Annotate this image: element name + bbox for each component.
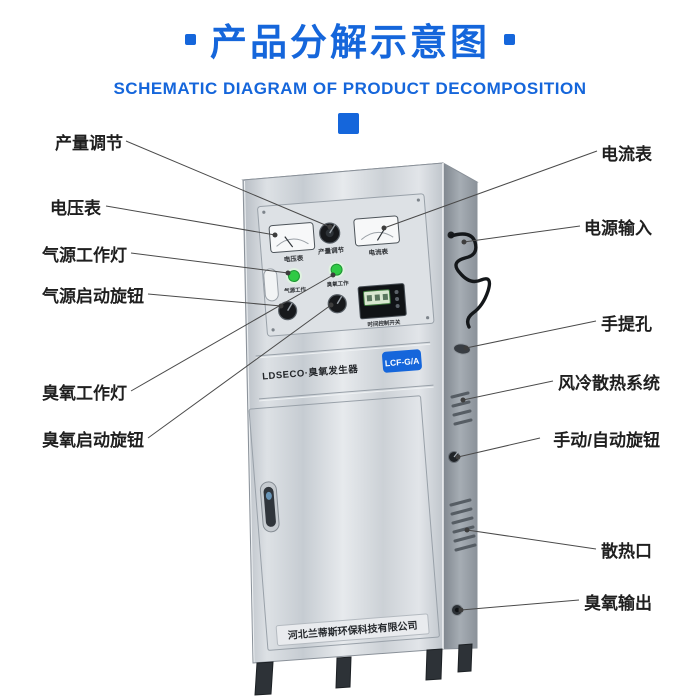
leader-ozone-work-light bbox=[130, 274, 334, 392]
control-panel: 电压表 产量调节 电流表 气源工作 bbox=[257, 193, 435, 337]
voltmeter bbox=[268, 222, 316, 254]
callout-voltmeter: 电压表 bbox=[50, 199, 101, 218]
panel-screw bbox=[262, 210, 266, 214]
title-decor-square-left bbox=[185, 33, 196, 45]
callout-air-work-light: 气源工作灯 bbox=[42, 246, 127, 265]
heat-vent-grille bbox=[449, 498, 477, 552]
callout-ammeter: 电流表 bbox=[601, 145, 652, 164]
ammeter bbox=[353, 215, 400, 247]
leader-ozone-start-knob bbox=[147, 304, 332, 439]
leader-voltmeter bbox=[105, 205, 276, 236]
ammeter-caption: 电流表 bbox=[368, 247, 389, 258]
panel-screw bbox=[271, 328, 275, 332]
voltmeter-caption: 电压表 bbox=[283, 253, 304, 264]
callout-air-start-knob: 气源启动旋钮 bbox=[42, 287, 144, 306]
page-title-row: 产品分解示意图 bbox=[185, 12, 515, 66]
title-decor-square-right bbox=[504, 33, 515, 45]
leader-output-adjust bbox=[125, 140, 331, 228]
page-title: 产品分解示意图 bbox=[210, 22, 490, 63]
callout-handle-hole: 手提孔 bbox=[601, 315, 652, 334]
leader-heat-vent bbox=[466, 529, 597, 550]
callout-heat-vent: 散热口 bbox=[601, 542, 652, 561]
panel-screw bbox=[416, 198, 420, 202]
leader-ammeter bbox=[383, 150, 598, 229]
power-cord bbox=[447, 231, 492, 329]
door-handle bbox=[259, 481, 280, 533]
leader-air-work-light bbox=[130, 252, 289, 274]
ozone-start-knob bbox=[327, 294, 347, 314]
air-light-caption: 气源工作 bbox=[283, 285, 307, 295]
leader-cooling-system bbox=[462, 380, 554, 401]
model-badge: LCF-G/A bbox=[382, 349, 422, 373]
callout-ozone-output: 臭氧输出 bbox=[584, 594, 652, 613]
company-plate: 河北兰蒂斯环保科技有限公司 bbox=[275, 613, 430, 647]
callout-manual-auto-knob: 手动/自动旋钮 bbox=[553, 431, 660, 450]
leader-power-input bbox=[463, 225, 581, 243]
leader-lines bbox=[105, 140, 598, 611]
page-header: 产品分解示意图 SCHEMATIC DIAGRAM OF PRODUCT DEC… bbox=[0, 12, 700, 99]
adjust-caption: 产量调节 bbox=[318, 245, 345, 256]
timer-caption: 时间控制开关 bbox=[367, 318, 401, 329]
model-badge-text: LCF-G/A bbox=[384, 356, 419, 369]
timer-switch bbox=[357, 283, 407, 320]
leader-ozone-output bbox=[460, 599, 580, 611]
decor-blue-square bbox=[338, 113, 359, 134]
leader-dots bbox=[272, 224, 470, 613]
door: 河北兰蒂斯环保科技有限公司 bbox=[248, 395, 440, 651]
leader-manual-auto bbox=[457, 437, 541, 458]
panel-screw bbox=[426, 316, 430, 320]
left-edge-highlight bbox=[244, 180, 255, 663]
fuse-holder bbox=[263, 268, 279, 302]
ozone-light-caption: 臭氧工作 bbox=[326, 279, 349, 289]
callout-output-adjust: 产量调节 bbox=[55, 134, 123, 153]
callout-ozone-work-light: 臭氧工作灯 bbox=[42, 384, 127, 403]
callout-cooling-system: 风冷散热系统 bbox=[558, 374, 660, 393]
callout-ozone-start-knob: 臭氧启动旋钮 bbox=[42, 431, 144, 450]
leader-handle-hole bbox=[465, 320, 597, 349]
leader-air-start-knob bbox=[147, 293, 282, 307]
callout-power-input: 电源输入 bbox=[584, 219, 652, 238]
page-subtitle: SCHEMATIC DIAGRAM OF PRODUCT DECOMPOSITI… bbox=[113, 79, 587, 98]
cooling-fan-grille bbox=[450, 391, 473, 426]
ozone-output-port bbox=[451, 604, 463, 616]
output-adjust-knob bbox=[319, 222, 341, 244]
machine: 电压表 产量调节 电流表 气源工作 bbox=[241, 162, 492, 696]
machine-feet bbox=[254, 643, 473, 696]
